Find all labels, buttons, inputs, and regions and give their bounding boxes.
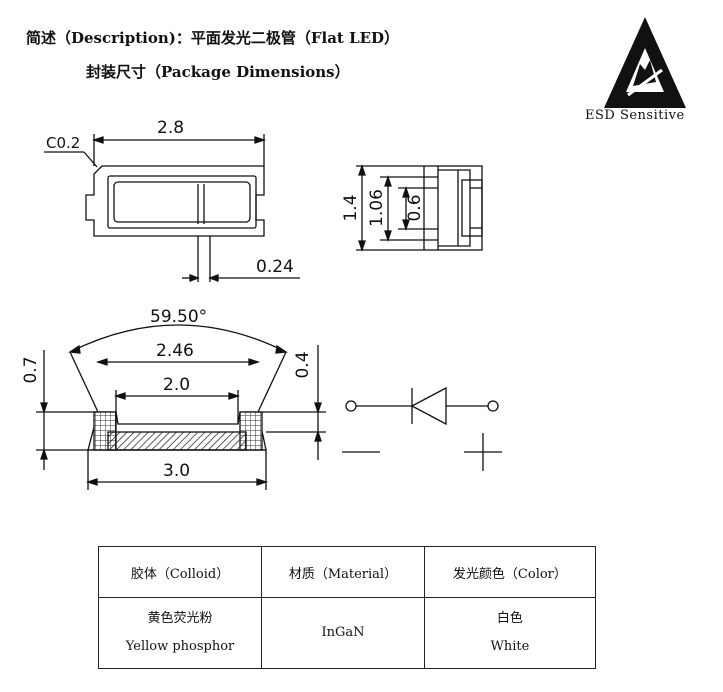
height-label: 1.4	[341, 194, 361, 221]
table-row: 黄色荧光粉 Yellow phosphor InGaN 白色 White	[97, 597, 597, 669]
top-view	[44, 134, 300, 282]
package-dimensions-title: 封装尺寸（Package Dimensions）	[86, 63, 350, 81]
table-header-row: 胶体（Colloid） 材质（Material） 发光颜色（Color）	[97, 546, 597, 598]
header-material: 材质（Material）	[261, 546, 425, 598]
color-en: White	[490, 639, 530, 654]
lens-height-label: 0.6	[405, 194, 425, 221]
pad-gap-label: 0.24	[256, 257, 294, 277]
spec-table: 胶体（Colloid） 材质（Material） 发光颜色（Color） 黄色荧…	[97, 546, 597, 669]
color-cn: 白色	[496, 611, 523, 626]
top-width-label: 2.46	[156, 341, 194, 361]
front-view	[36, 324, 326, 490]
polarity-signs	[342, 433, 502, 471]
side-view	[356, 163, 483, 253]
description-title: 简述（Description)：平面发光二极管（Flat LED）	[26, 29, 400, 47]
colloid-cell: 黄色荧光粉 Yellow phosphor	[97, 597, 263, 669]
view-angle-label: 59.50°	[150, 307, 207, 327]
length-label: 2.8	[157, 118, 184, 138]
colloid-cn: 黄色荧光粉	[147, 611, 213, 626]
colloid-en: Yellow phosphor	[125, 639, 235, 654]
material-cell: InGaN	[261, 597, 425, 669]
total-height-label: 0.7	[21, 356, 41, 383]
header-colloid: 胶体（Colloid）	[97, 546, 263, 598]
esd-warning-icon	[604, 17, 686, 108]
chamfer-label: C0.2	[46, 134, 80, 152]
color-cell: 白色 White	[423, 597, 597, 669]
diode-symbol-icon	[345, 386, 499, 426]
esd-label: ESD Sensitive	[585, 108, 685, 123]
inner-width-label: 2.0	[163, 375, 190, 395]
header-color: 发光颜色（Color）	[423, 546, 597, 598]
base-height-label: 0.4	[293, 351, 313, 378]
base-width-label: 3.0	[163, 461, 190, 481]
inner-height-label: 1.06	[367, 189, 387, 227]
